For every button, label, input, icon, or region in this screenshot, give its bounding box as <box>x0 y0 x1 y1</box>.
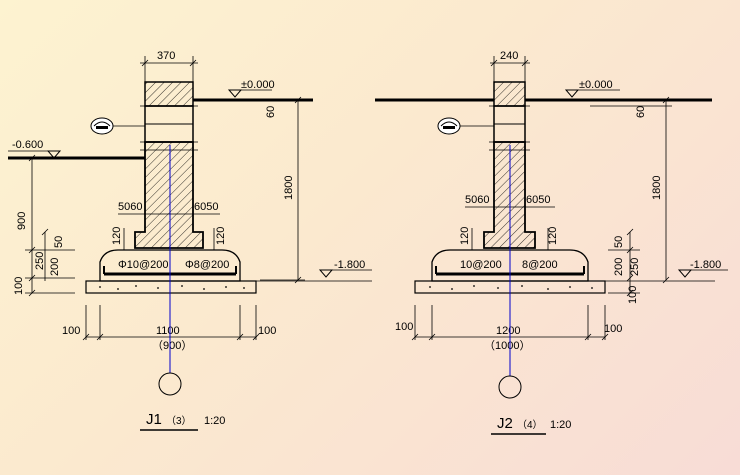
j1-dim-900-paren: （900） <box>152 339 192 352</box>
j1-level-zero: ±0.000 <box>241 79 275 91</box>
j2-title-sub: （4） <box>517 419 543 431</box>
j1-dim-6050: 6050 <box>194 201 218 213</box>
j1-dim-200: 200 <box>49 258 61 276</box>
j2-dim-200: 200 <box>613 258 625 276</box>
j2-rebar-left: 10@200 <box>460 259 502 271</box>
j1-brick-wall <box>134 141 204 249</box>
j2-dim-6050: 6050 <box>526 194 550 206</box>
j1-dim-250: 250 <box>34 252 46 270</box>
j2-level-zero-icon <box>564 89 620 98</box>
j2-title: J2 <box>497 415 513 432</box>
j2-dim-120-right: 120 <box>547 227 559 245</box>
j2-dim-1200: 1200 <box>496 325 520 337</box>
j1-dim-1100: 1100 <box>156 325 180 337</box>
j1-level-minus06-icon <box>8 150 62 159</box>
j1-rebar-right: Φ8@200 <box>185 259 229 271</box>
j1-level-minus06: -0.600 <box>12 139 43 151</box>
j1-width-top-label: 370 <box>157 50 175 62</box>
j1-axis-bubble-icon <box>158 372 182 396</box>
j1-level-minus18: -1.800 <box>334 259 365 271</box>
j2-right-dim-lines <box>590 96 672 284</box>
j1-cushion-dots <box>99 285 245 290</box>
j1-title: J1 <box>146 411 162 428</box>
j1-dim-900: 900 <box>16 212 28 230</box>
j1-left-dim-lines <box>25 154 75 297</box>
j2-dim-1800: 1800 <box>651 176 663 200</box>
j2-dim-100-side: 100 <box>627 286 639 304</box>
j2-section-symbol-icon <box>437 117 494 135</box>
j2-rebar-right: 8@200 <box>522 259 558 271</box>
j1-dim-60: 60 <box>265 106 277 118</box>
j1-scale: 1:20 <box>204 415 225 427</box>
j2-level-minus18-icon <box>605 269 728 282</box>
detail-j1: 370 ±0.000 -0.600 <box>8 50 372 431</box>
j2-dim-50: 50 <box>613 236 625 248</box>
j2-dim-100-left: 100 <box>395 321 413 333</box>
j2-width-top-label: 240 <box>500 50 518 62</box>
j2-dim-120-left: 120 <box>459 227 471 245</box>
j1-level-minus18-icon <box>255 269 372 282</box>
j2-left-dim-lines <box>608 228 640 297</box>
detail-j2: 240 ±0.000 60 1800 <box>375 50 728 435</box>
j2-upper-wall <box>493 81 526 107</box>
j1-bottom-dim-lines <box>82 305 260 341</box>
j2-cushion-dots <box>429 285 593 290</box>
j2-axis-bubble-icon <box>498 375 522 399</box>
j1-dim-1800: 1800 <box>283 176 295 200</box>
j1-right-dim-lines <box>260 96 305 284</box>
j1-footing <box>99 249 241 282</box>
j2-dim-60: 60 <box>635 106 647 118</box>
j2-dim-100-right: 100 <box>604 323 622 335</box>
j2-level-minus18: -1.800 <box>690 259 721 271</box>
j2-top-dimension <box>490 56 530 82</box>
j1-dim-120-right: 120 <box>215 227 227 245</box>
j2-footing <box>431 249 589 282</box>
j1-top-dimension <box>140 56 198 82</box>
j1-dim-5060: 5060 <box>118 201 142 213</box>
j1-dim-100-left: 100 <box>62 325 80 337</box>
j2-level-zero: ±0.000 <box>579 79 613 91</box>
j2-scale: 1:20 <box>550 419 571 431</box>
j2-dim-5060: 5060 <box>465 194 489 206</box>
j1-section-symbol-icon <box>90 117 145 135</box>
j1-title-sub: （3） <box>166 415 192 427</box>
j1-level-zero-icon <box>227 89 272 98</box>
j1-dim-100-right: 100 <box>258 325 276 337</box>
j1-dim-50: 50 <box>53 236 65 248</box>
j1-rebar-left: Φ10@200 <box>118 259 169 271</box>
j1-dim-100-side: 100 <box>13 277 25 295</box>
j1-cushion <box>85 280 257 294</box>
j1-upper-wall <box>144 81 194 107</box>
j1-dim-120-left: 120 <box>111 227 123 245</box>
j2-dim-1000-paren: （1000） <box>484 339 530 352</box>
j1-step-dim-lines <box>118 213 220 250</box>
j2-dim-250: 250 <box>629 258 641 276</box>
